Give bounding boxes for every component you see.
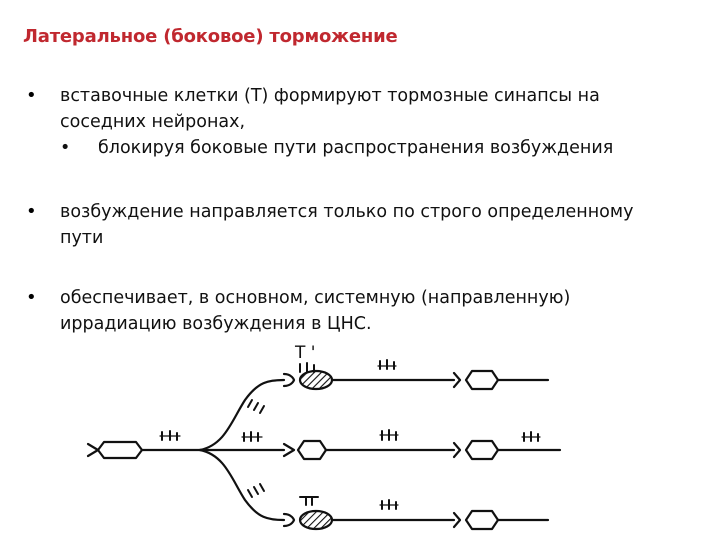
bullet-1-line-1: вставочные клетки (Т) формируют тормозны… xyxy=(60,86,600,106)
bullet-2-line-2: пути xyxy=(60,228,104,248)
bullet-2-line-1: возбуждение направляется только по строг… xyxy=(60,202,634,222)
bullet-3-line-1: обеспечивает, в основном, системную (нап… xyxy=(60,288,571,308)
bullet-1-line-2: соседних нейронах, xyxy=(60,112,246,132)
upper-pathway xyxy=(282,369,550,391)
middle-relay-neuron xyxy=(296,439,328,461)
bullet-marker-3: • xyxy=(26,287,37,308)
bullet-text-3: обеспечивает, в основном, системную (нап… xyxy=(60,285,700,337)
inhibitory-synapse-upper xyxy=(298,369,334,391)
middle-target-neuron xyxy=(464,439,500,461)
upper-target-neuron xyxy=(464,369,500,391)
lower-target-neuron xyxy=(464,509,500,531)
axon-branch-lower xyxy=(198,448,286,522)
axon-branch-upper xyxy=(198,378,286,452)
sub-bullet-marker: • xyxy=(60,138,71,158)
slide-title: Латеральное (боковое) торможение xyxy=(23,26,398,47)
inhibitory-synapse-lower xyxy=(298,509,334,531)
impulse-marks xyxy=(159,359,541,510)
lower-pathway xyxy=(282,509,550,531)
bullet-3-line-2: иррадиацию возбуждения в ЦНС. xyxy=(60,314,372,334)
sub-bullet-1: • блокируя боковые пути распространения в… xyxy=(60,135,700,161)
bullet-text-1: вставочные клетки (Т) формируют тормозны… xyxy=(60,83,700,161)
middle-pathway xyxy=(282,439,562,461)
interneuron-t-label: Т ' xyxy=(295,343,316,363)
source-neuron xyxy=(86,440,202,460)
bullet-marker-2: • xyxy=(26,201,37,222)
sub-bullet-text: блокируя боковые пути распространения во… xyxy=(98,138,614,158)
bullet-marker-1: • xyxy=(26,85,37,106)
bullet-text-2: возбуждение направляется только по строг… xyxy=(60,199,700,251)
